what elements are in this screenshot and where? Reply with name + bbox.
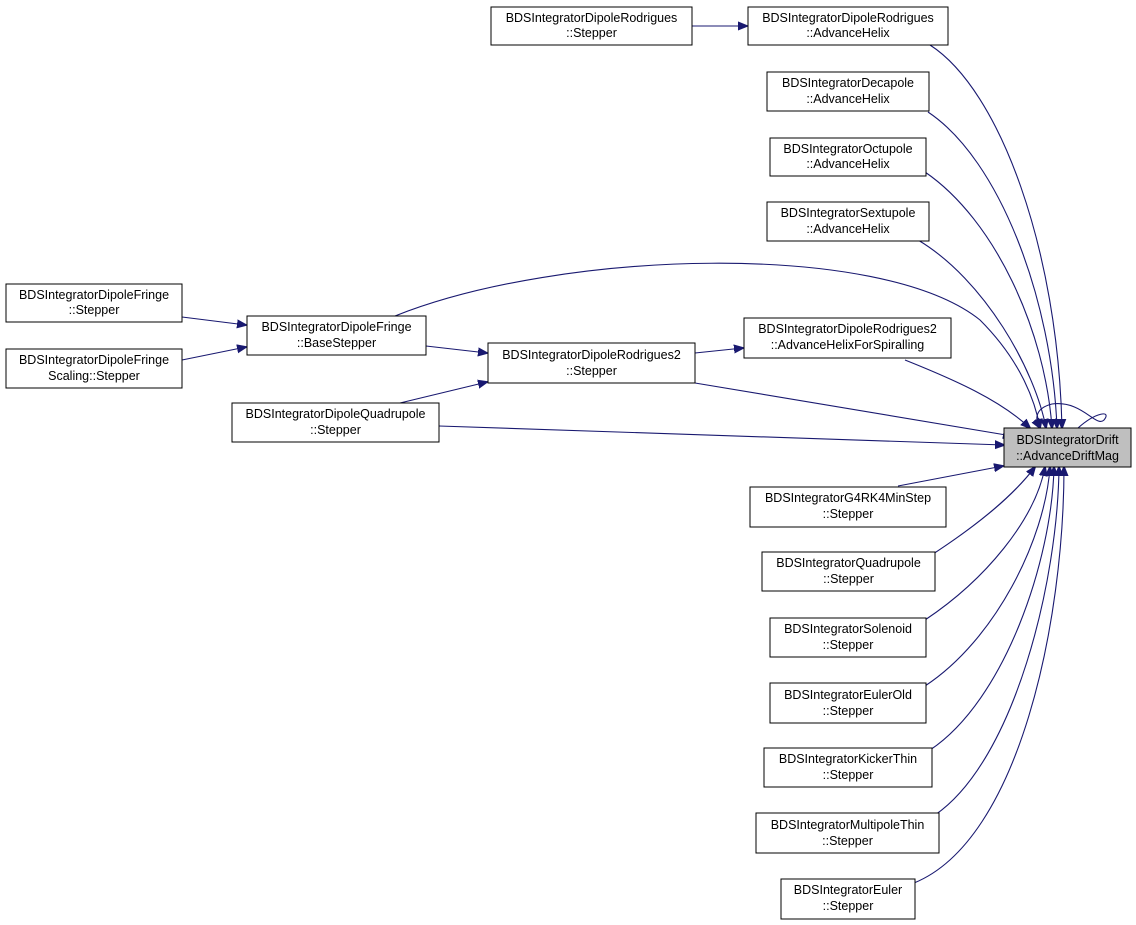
node-label-line1: BDSIntegratorDrift — [1016, 433, 1119, 447]
node-label-line2: ::AdvanceHelix — [806, 157, 890, 171]
node-drift-advance-drift-mag[interactable]: BDSIntegratorDrift ::AdvanceDriftMag — [1003, 427, 1132, 468]
nodes: BDSIntegratorDrift ::AdvanceDriftMag BDS… — [5, 6, 1132, 920]
node-label-line2: ::Stepper — [823, 507, 874, 521]
edge-quadrupole-to-drift — [929, 467, 1035, 557]
node-label-line2: ::Stepper — [823, 638, 874, 652]
edge-decapole-to-drift — [927, 111, 1057, 428]
edge-multipole-to-drift — [934, 467, 1059, 816]
edge-fringe-scaling-to-base — [181, 347, 246, 361]
node-label-line2: ::Stepper — [823, 899, 874, 913]
node-decapole-advance-helix[interactable]: BDSIntegratorDecapole ::AdvanceHelix — [766, 71, 930, 112]
node-label-line2: ::Stepper — [566, 26, 617, 40]
edge-rodrigues2-spiral-to-drift — [904, 359, 1030, 428]
node-label-line2: ::Stepper — [823, 768, 874, 782]
node-label-line1: BDSIntegratorQuadrupole — [776, 556, 921, 570]
node-label-line1: BDSIntegratorSolenoid — [784, 622, 912, 636]
edge-rodrigues2-stepper-to-spiral — [694, 348, 743, 353]
node-label-line1: BDSIntegratorKickerThin — [779, 752, 917, 766]
node-label-line2: ::AdvanceHelix — [806, 26, 890, 40]
node-dipole-rodrigues-advance-helix[interactable]: BDSIntegratorDipoleRodrigues ::AdvanceHe… — [747, 6, 949, 46]
edge-rodrigues2-stepper-to-drift — [694, 382, 1012, 436]
node-label-line1: BDSIntegratorEulerOld — [784, 688, 912, 702]
node-label-line1: BDSIntegratorMultipoleThin — [771, 818, 925, 832]
node-dipole-rodrigues2-stepper[interactable]: BDSIntegratorDipoleRodrigues2 ::Stepper — [487, 342, 696, 384]
node-euler-stepper[interactable]: BDSIntegratorEuler ::Stepper — [780, 878, 916, 920]
node-euler-old-stepper[interactable]: BDSIntegratorEulerOld ::Stepper — [769, 682, 927, 724]
node-label-line1: BDSIntegratorDipoleFringe — [261, 320, 411, 334]
edge-rodrigues-helix-to-drift — [929, 44, 1062, 428]
node-label-line2: ::Stepper — [823, 572, 874, 586]
node-label-line2: ::AdvanceDriftMag — [1016, 449, 1119, 463]
edges — [181, 26, 1107, 884]
node-kicker-thin-stepper[interactable]: BDSIntegratorKickerThin ::Stepper — [763, 747, 933, 788]
node-dipole-rodrigues-stepper[interactable]: BDSIntegratorDipoleRodrigues ::Stepper — [490, 6, 693, 46]
node-label-line1: BDSIntegratorSextupole — [781, 206, 916, 220]
node-label-line1: BDSIntegratorDipoleFringe — [19, 288, 169, 302]
node-dipole-fringe-stepper[interactable]: BDSIntegratorDipoleFringe ::Stepper — [5, 283, 183, 323]
node-label-line1: BDSIntegratorDipoleFringe — [19, 353, 169, 367]
node-label-line1: BDSIntegratorOctupole — [783, 142, 912, 156]
edge-kicker-to-drift — [929, 467, 1054, 751]
node-label-line2: ::Stepper — [822, 834, 873, 848]
edge-fringe-stepper-to-base — [181, 316, 246, 325]
edge-drift-self-loop — [1037, 403, 1107, 428]
edge-fringe-base-to-drift — [394, 262, 1040, 428]
edge-solenoid-to-drift — [924, 467, 1045, 621]
node-label-line1: BDSIntegratorDipoleQuadrupole — [246, 407, 426, 421]
node-solenoid-stepper[interactable]: BDSIntegratorSolenoid ::Stepper — [769, 617, 927, 658]
node-label-line2: ::Stepper — [823, 704, 874, 718]
node-label-line1: BDSIntegratorG4RK4MinStep — [765, 491, 931, 505]
node-label-line2: ::BaseStepper — [297, 336, 376, 350]
node-dipole-quadrupole-stepper[interactable]: BDSIntegratorDipoleQuadrupole ::Stepper — [231, 402, 440, 443]
node-label-line2: Scaling::Stepper — [48, 369, 140, 383]
node-label-line1: BDSIntegratorDecapole — [782, 76, 914, 90]
node-dipole-rodrigues2-advance-helix-for-spiralling[interactable]: BDSIntegratorDipoleRodrigues2 ::AdvanceH… — [743, 317, 952, 359]
node-label-line1: BDSIntegratorDipoleRodrigues — [762, 11, 934, 25]
node-label-line1: BDSIntegratorEuler — [794, 883, 902, 897]
node-label-line1: BDSIntegratorDipoleRodrigues2 — [758, 322, 937, 336]
edge-euler-to-drift — [913, 467, 1064, 884]
node-octupole-advance-helix[interactable]: BDSIntegratorOctupole ::AdvanceHelix — [769, 137, 927, 177]
node-dipole-fringe-scaling-stepper[interactable]: BDSIntegratorDipoleFringe Scaling::Stepp… — [5, 348, 183, 389]
edge-dipole-quadrupole-to-rodrigues2-stepper — [399, 382, 487, 404]
node-multipole-thin-stepper[interactable]: BDSIntegratorMultipoleThin ::Stepper — [755, 812, 940, 854]
edge-fringe-base-to-rodrigues2-stepper — [425, 345, 487, 353]
node-g4rk4-min-step-stepper[interactable]: BDSIntegratorG4RK4MinStep ::Stepper — [749, 486, 947, 528]
edge-dipole-quadrupole-to-drift — [438, 425, 1004, 445]
node-quadrupole-stepper[interactable]: BDSIntegratorQuadrupole ::Stepper — [761, 551, 936, 592]
node-label-line1: BDSIntegratorDipoleRodrigues — [506, 11, 678, 25]
node-label-line2: ::Stepper — [69, 303, 120, 317]
node-label-line2: ::AdvanceHelix — [806, 222, 890, 236]
node-sextupole-advance-helix[interactable]: BDSIntegratorSextupole ::AdvanceHelix — [766, 201, 930, 242]
node-label-line2: ::AdvanceHelixForSpiralling — [771, 338, 925, 352]
edge-g4rk4-to-drift — [897, 466, 1003, 487]
node-dipole-fringe-base-stepper[interactable]: BDSIntegratorDipoleFringe ::BaseStepper — [246, 315, 427, 356]
node-label-line2: ::Stepper — [310, 423, 361, 437]
node-label-line2: ::AdvanceHelix — [806, 92, 890, 106]
edge-sextupole-to-drift — [917, 239, 1046, 428]
node-label-line1: BDSIntegratorDipoleRodrigues2 — [502, 348, 681, 362]
edge-octupole-to-drift — [924, 171, 1052, 428]
node-label-line2: ::Stepper — [566, 364, 617, 378]
edge-euler-old-to-drift — [924, 467, 1050, 687]
